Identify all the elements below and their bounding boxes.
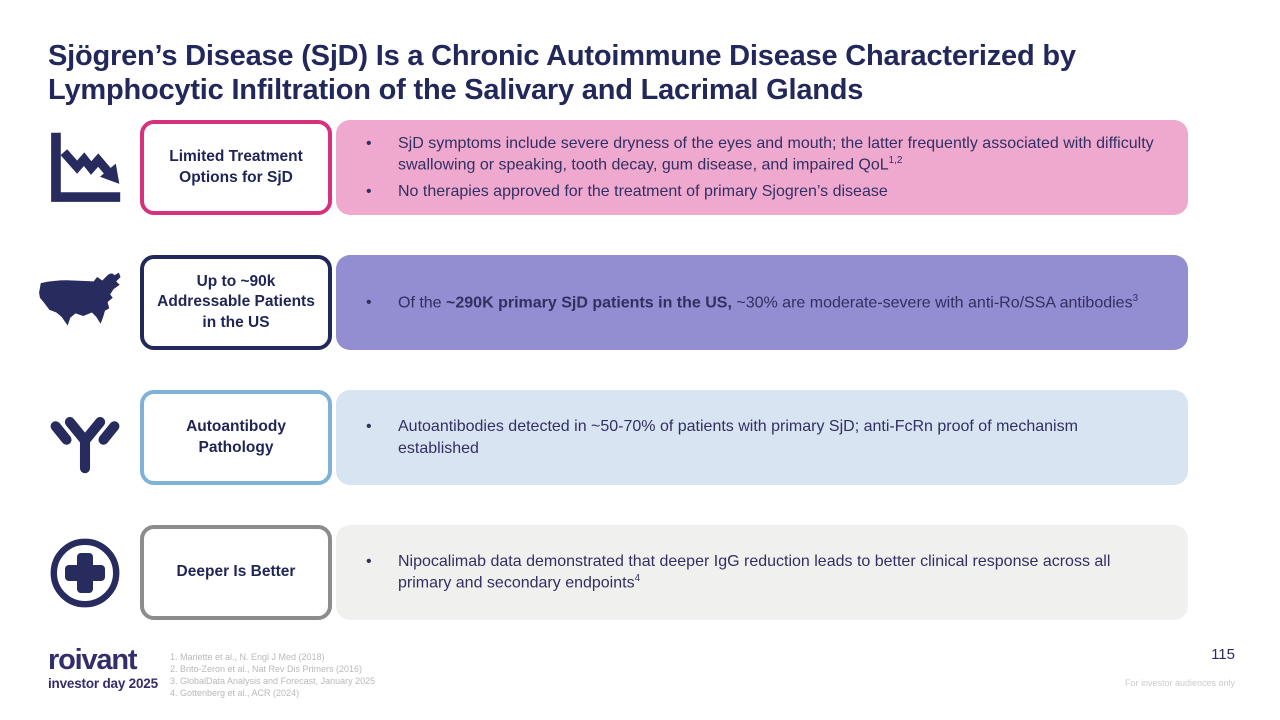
us-map-icon (30, 255, 140, 350)
bullet-item: Of the ~290K primary SjD patients in the… (336, 292, 1154, 314)
bullet-item: SjD symptoms include severe dryness of t… (336, 133, 1154, 176)
logo-event-text: investor day 2025 (48, 676, 158, 691)
bullet-item: No therapies approved for the treatment … (336, 181, 1154, 202)
row-label: Up to ~90k Addressable Patients in the U… (157, 273, 315, 331)
roivant-logo: roivant investor day 2025 (48, 644, 158, 692)
bullet-list: Of the ~290K primary SjD patients in the… (336, 292, 1154, 314)
row-label-box: Deeper Is Better (140, 525, 332, 620)
row-bar: Of the ~290K primary SjD patients in the… (336, 255, 1188, 350)
row-bar: SjD symptoms include severe dryness of t… (336, 120, 1188, 215)
bullet-list: Nipocalimab data demonstrated that deepe… (336, 551, 1154, 594)
footnote: 4. Gottenberg et al., ACR (2024) (170, 688, 300, 699)
row-label-box: Limited Treatment Options for SjD (140, 120, 332, 215)
page-title: Sjögren’s Disease (SjD) Is a Chronic Aut… (48, 40, 1076, 106)
row-label: Limited Treatment Options for SjD (169, 148, 303, 186)
bullet-item: Nipocalimab data demonstrated that deepe… (336, 551, 1154, 594)
medical-cross-icon (30, 525, 140, 620)
declining-chart-icon (30, 120, 140, 215)
info-row: Deeper Is Better Nipocalimab data demons… (30, 525, 1188, 620)
antibody-icon (30, 390, 140, 485)
info-row: Up to ~90k Addressable Patients in the U… (30, 255, 1188, 350)
footnote: 3. GlobalData Analysis and Forecast, Jan… (170, 676, 376, 687)
page-number: 115 (1211, 646, 1235, 663)
row-label-box: Autoantibody Pathology (140, 390, 332, 485)
info-row: Limited Treatment Options for SjD SjD sy… (30, 120, 1188, 215)
row-bar: Autoantibodies detected in ~50-70% of pa… (336, 390, 1188, 485)
footnotes: 1. Mariette et al., N. Engl J Med (2018)… (170, 651, 375, 700)
audience-disclaimer: For investor audiences only (1124, 678, 1235, 688)
row-label: Deeper Is Better (176, 563, 296, 581)
footnote: 1. Mariette et al., N. Engl J Med (2018) (170, 652, 325, 662)
row-bar: Nipocalimab data demonstrated that deepe… (336, 525, 1188, 620)
logo-brand-text: roivant (48, 644, 137, 676)
bullet-list: Autoantibodies detected in ~50-70% of pa… (336, 416, 1154, 458)
row-label: Autoantibody Pathology (186, 418, 286, 456)
rows: Limited Treatment Options for SjD SjD sy… (30, 120, 1188, 620)
bullet-item: Autoantibodies detected in ~50-70% of pa… (336, 416, 1154, 458)
info-row: Autoantibody Pathology Autoantibodies de… (30, 390, 1188, 485)
bullet-list: SjD symptoms include severe dryness of t… (336, 133, 1154, 202)
footnote: 2. Brito-Zeron et al., Nat Rev Dis Prime… (170, 664, 363, 675)
row-label-box: Up to ~90k Addressable Patients in the U… (140, 255, 332, 350)
